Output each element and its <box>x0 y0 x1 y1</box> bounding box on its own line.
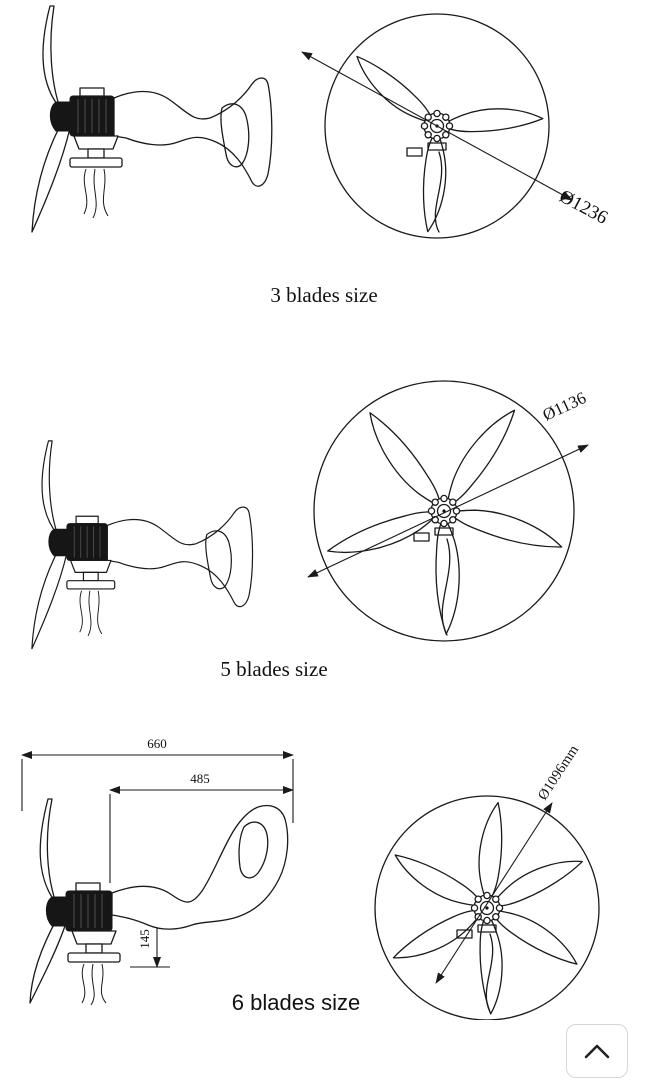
chevron-up-icon <box>584 1044 610 1059</box>
front-view-6-blades: Ø1096mm <box>374 742 600 1020</box>
blade <box>324 504 443 566</box>
scroll-top-button[interactable] <box>566 1024 628 1078</box>
dim-660-label: 660 <box>147 736 167 751</box>
five-blades-diagram: Ø1136 <box>31 380 589 650</box>
front-view-3-blades: Ø1236 <box>301 13 612 239</box>
caption-6-blades: 6 blades size <box>231 990 361 1015</box>
six-blades-diagram: 660 485 145 <box>21 736 600 1020</box>
front-view-5-blades: Ø1136 <box>307 380 589 642</box>
diameter-label: Ø1236 <box>556 186 612 229</box>
caption-5-blades: 5 blades size <box>220 657 328 681</box>
dim-145-label: 145 <box>137 929 152 949</box>
dim-485-label: 485 <box>190 771 210 786</box>
rotor-circle <box>374 795 600 1020</box>
three-blades-diagram: Ø1236 <box>31 5 612 239</box>
blade <box>441 104 544 135</box>
diameter-label: Ø1096mm <box>535 742 583 803</box>
blade <box>418 130 451 234</box>
side-view-turbine-3 <box>31 5 273 233</box>
diameter-label: Ø1136 <box>540 388 589 425</box>
blade <box>473 800 508 904</box>
blade <box>388 902 489 970</box>
diameter-dimension-line <box>435 802 553 984</box>
side-view-turbine-6: 660 485 145 <box>21 736 294 1006</box>
diameter-dimension-line <box>301 51 573 201</box>
side-view-turbine-5 <box>31 440 254 650</box>
blade <box>435 401 523 512</box>
blade <box>358 406 448 515</box>
blade <box>447 498 567 557</box>
diameter-dimension-line <box>307 444 589 578</box>
caption-3-blades: 3 blades size <box>270 283 378 307</box>
